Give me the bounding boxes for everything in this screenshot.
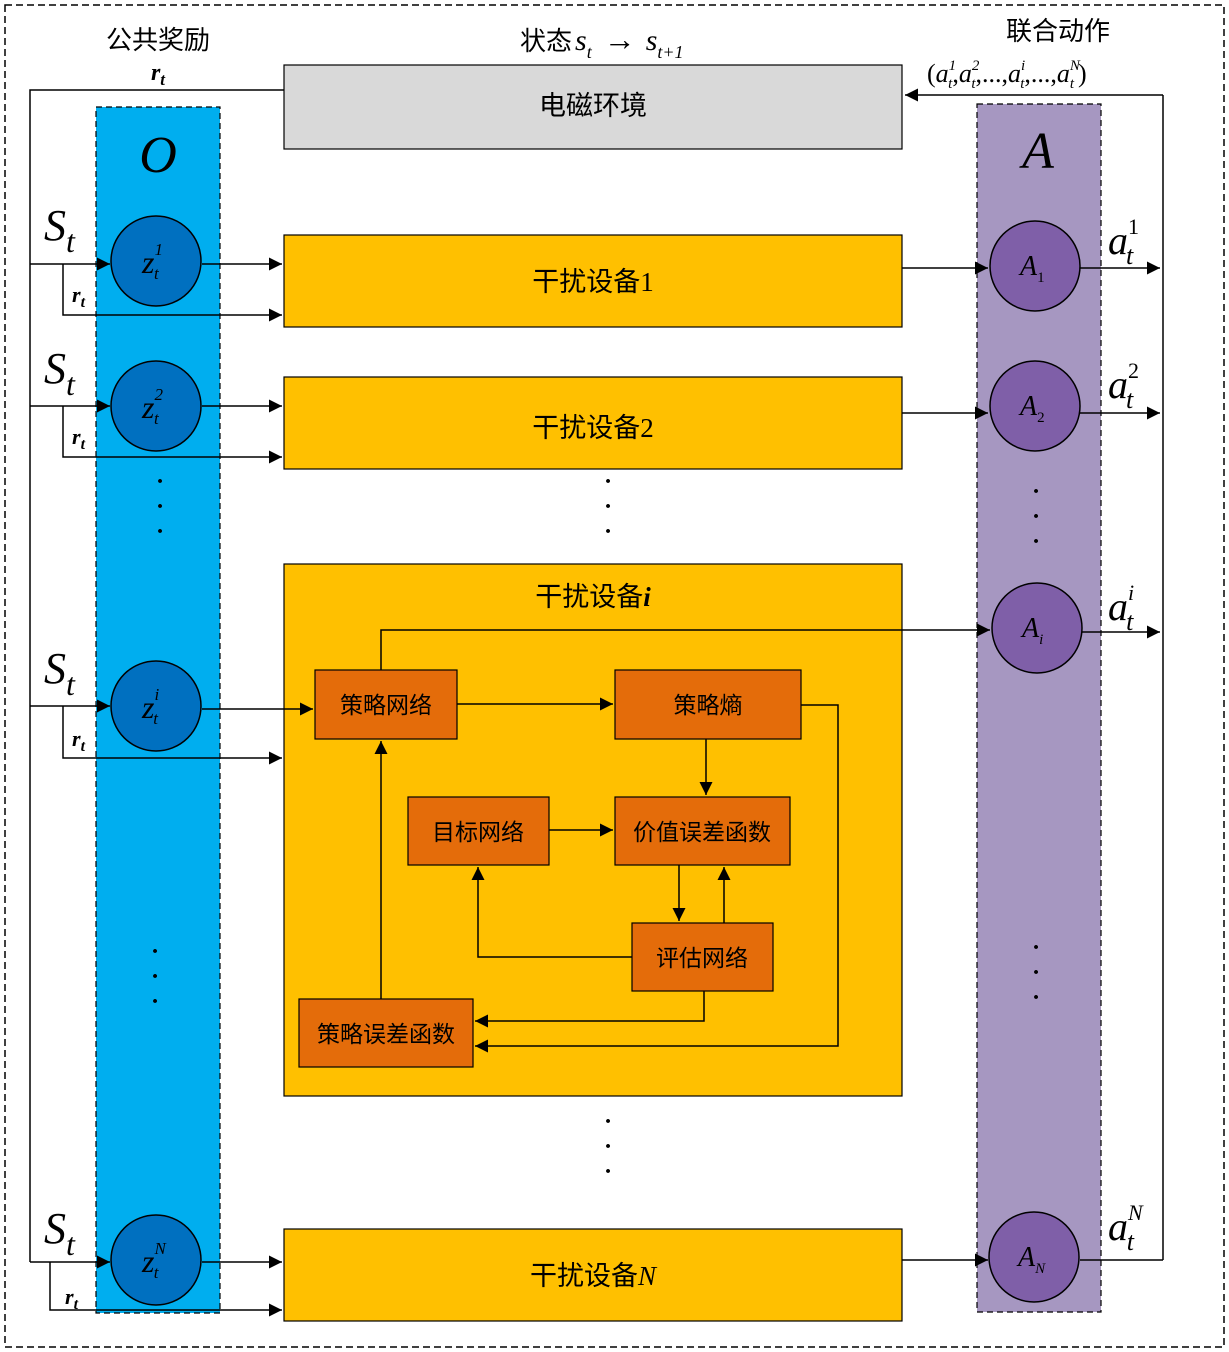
svg-text:·: · bbox=[602, 488, 613, 525]
svg-text:·: · bbox=[1030, 954, 1041, 991]
svg-text:a1t: a1t bbox=[1108, 214, 1139, 270]
svg-text:·: · bbox=[149, 983, 160, 1020]
svg-text:z2t: z2t bbox=[141, 385, 163, 428]
device-box-1 bbox=[283, 234, 903, 328]
svg-text:rt: rt bbox=[65, 1284, 79, 1313]
svg-text:St: St bbox=[44, 644, 76, 702]
device-N-label: 干扰设备N bbox=[530, 1261, 658, 1292]
svg-text:z1t: z1t bbox=[141, 240, 163, 283]
state-input-labels: St rt St rt St rt St rt bbox=[44, 201, 86, 1313]
svg-text:AN: AN bbox=[1016, 1242, 1046, 1277]
outer-frame bbox=[4, 4, 1225, 1348]
environment-label: 电磁环境 bbox=[539, 91, 647, 122]
eval-net-label: 评估网络 bbox=[656, 946, 748, 972]
svg-text:A1: A1 bbox=[1018, 251, 1045, 286]
target-net-box bbox=[407, 796, 550, 866]
svg-text:zit: zit bbox=[141, 685, 159, 728]
obs-node-N bbox=[110, 1214, 202, 1306]
svg-text:St: St bbox=[44, 1204, 76, 1262]
svg-text:a2t: a2t bbox=[1108, 358, 1139, 414]
svg-text:aNt: aNt bbox=[1108, 1200, 1144, 1256]
environment-box bbox=[283, 64, 903, 150]
value-error-label: 价值误差函数 bbox=[633, 820, 771, 846]
svg-text:·: · bbox=[602, 1128, 613, 1165]
joint-action-label: 联合动作 bbox=[1006, 17, 1110, 47]
svg-text:·: · bbox=[149, 958, 160, 995]
device-2-label: 干扰设备2 bbox=[532, 413, 654, 444]
action-node-N bbox=[988, 1211, 1080, 1303]
svg-text:·: · bbox=[1030, 929, 1041, 966]
eval-net-box bbox=[631, 922, 774, 992]
svg-text:·: · bbox=[154, 488, 165, 525]
device-box-N bbox=[283, 1228, 903, 1322]
policy-error-label: 策略误差函数 bbox=[317, 1022, 455, 1048]
public-reward-label: 公共奖励 bbox=[106, 26, 210, 56]
action-column-label: A bbox=[1019, 123, 1054, 180]
policy-net-box bbox=[314, 669, 458, 740]
svg-text:·: · bbox=[602, 1153, 613, 1190]
svg-text:ait: ait bbox=[1108, 580, 1134, 636]
action-node-2 bbox=[989, 360, 1081, 452]
target-net-label: 目标网络 bbox=[432, 820, 524, 846]
action-node-i bbox=[991, 582, 1083, 674]
svg-text:·: · bbox=[149, 933, 160, 970]
device-box-2 bbox=[283, 376, 903, 470]
policy-entropy-label: 策略熵 bbox=[674, 693, 743, 719]
svg-text:rt: rt bbox=[72, 424, 86, 453]
obs-node-1 bbox=[110, 215, 202, 307]
header-reward-symbol: rt bbox=[151, 60, 166, 89]
svg-text:·: · bbox=[602, 1103, 613, 1140]
policy-error-box bbox=[298, 998, 474, 1068]
svg-text:A2: A2 bbox=[1018, 391, 1045, 426]
svg-text:St: St bbox=[44, 344, 76, 402]
value-error-box bbox=[614, 796, 791, 866]
svg-text:St: St bbox=[44, 201, 76, 259]
observation-column-label: O bbox=[139, 127, 177, 184]
svg-text:·: · bbox=[1030, 498, 1041, 535]
connectors bbox=[29, 88, 1164, 1317]
vertical-ellipses: · · · · · · · · · · · · · · · · · · bbox=[149, 463, 1041, 1190]
policy-net-label: 策略网络 bbox=[340, 693, 432, 719]
policy-entropy-box bbox=[614, 669, 802, 740]
svg-text:Ai: Ai bbox=[1020, 613, 1043, 648]
svg-text:·: · bbox=[1030, 979, 1041, 1016]
svg-text:·: · bbox=[154, 513, 165, 550]
device-1-label: 干扰设备1 bbox=[532, 267, 654, 298]
svg-text:zNt: zNt bbox=[141, 1239, 167, 1282]
device-i-label: 干扰设备i bbox=[535, 582, 651, 613]
obs-node-2 bbox=[110, 360, 202, 452]
svg-text:·: · bbox=[154, 463, 165, 500]
obs-node-i bbox=[110, 660, 202, 752]
action-node-1 bbox=[989, 220, 1081, 312]
svg-text:rt: rt bbox=[72, 726, 86, 755]
svg-text:·: · bbox=[1030, 523, 1041, 560]
svg-text:·: · bbox=[602, 463, 613, 500]
svg-text:·: · bbox=[1030, 473, 1041, 510]
svg-text:rt: rt bbox=[72, 282, 86, 311]
svg-text:·: · bbox=[602, 513, 613, 550]
action-node-labels: A1 A2 Ai AN bbox=[1016, 251, 1046, 1277]
